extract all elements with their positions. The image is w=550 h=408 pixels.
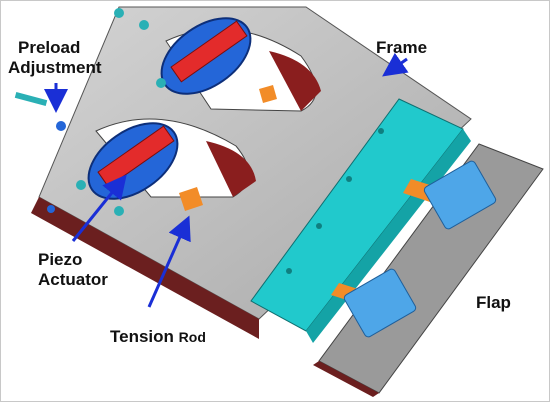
preload-label-line1: Preload [18, 38, 81, 57]
tension-label-main: Tension [110, 327, 174, 346]
flap-label: Flap [476, 293, 511, 312]
piezo-label-line1: Piezo [38, 250, 83, 269]
tension-arrow [147, 215, 191, 308]
tension-rod-label: Tension Rod [110, 327, 206, 347]
frame-label: Frame [376, 38, 428, 57]
tension-label-small: Rod [178, 329, 206, 345]
flap [313, 143, 544, 397]
frame-arrow [382, 52, 409, 77]
annotation-arrows [44, 52, 409, 308]
piezo-arrow [71, 174, 127, 242]
screws [14, 8, 166, 216]
preload-label-line2: Adjustment [8, 58, 102, 77]
piezo-label-line2: Actuator [38, 270, 108, 289]
